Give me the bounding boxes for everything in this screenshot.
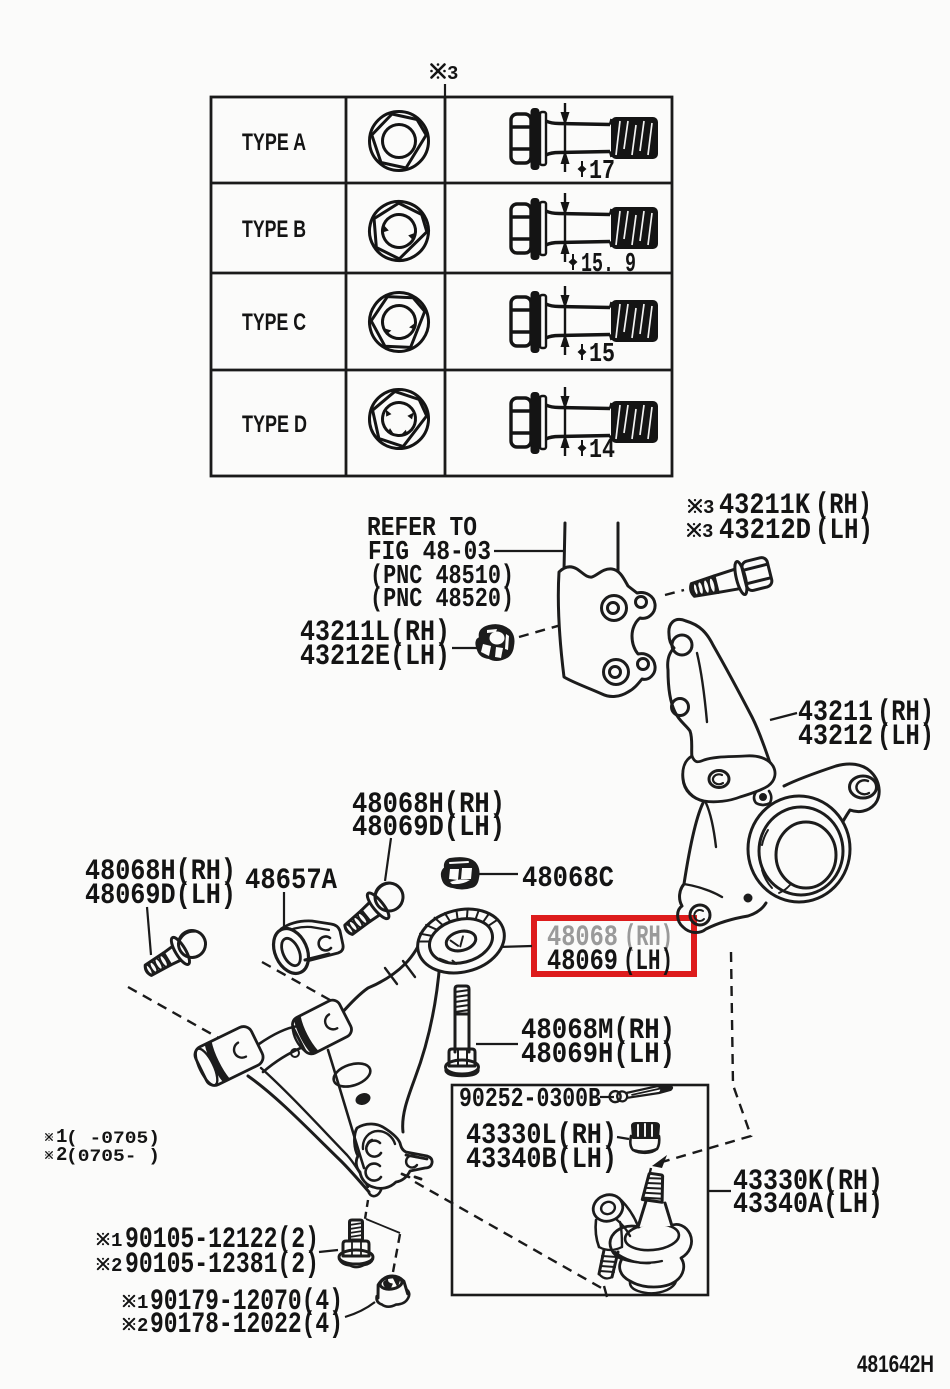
svg-text:REFER TO: REFER TO xyxy=(367,514,477,544)
svg-text:48068H(RH): 48068H(RH) xyxy=(85,855,236,889)
svg-text:(RH): (RH) xyxy=(815,489,872,523)
svg-text:2: 2 xyxy=(137,1315,148,1337)
svg-text:43212E(LH): 43212E(LH) xyxy=(300,640,450,674)
svg-text:1: 1 xyxy=(56,1126,67,1148)
svg-text:( -0705): ( -0705) xyxy=(66,1129,160,1149)
svg-text:43212: 43212 xyxy=(798,720,873,754)
svg-text:48068M(RH): 48068M(RH) xyxy=(521,1014,675,1048)
svg-text:(LH): (LH) xyxy=(623,945,673,979)
svg-text:43330L(RH): 43330L(RH) xyxy=(466,1119,617,1153)
svg-text:(LH): (LH) xyxy=(815,514,873,548)
svg-text:TYPE D: TYPE D xyxy=(242,411,307,438)
svg-text:3: 3 xyxy=(702,521,713,543)
svg-text:TYPE A: TYPE A xyxy=(242,129,306,156)
svg-text:(PNC 48520): (PNC 48520) xyxy=(370,585,514,615)
svg-text:15: 15 xyxy=(589,340,615,370)
svg-text:(RH): (RH) xyxy=(624,921,673,955)
svg-text:TYPE C: TYPE C xyxy=(242,309,306,336)
svg-text:43340B(LH): 43340B(LH) xyxy=(466,1143,617,1177)
svg-text:17: 17 xyxy=(589,157,615,187)
svg-text:43211L(RH): 43211L(RH) xyxy=(300,616,450,650)
svg-text:15. 9: 15. 9 xyxy=(581,250,636,280)
svg-text:90178-12022(4): 90178-12022(4) xyxy=(150,1308,343,1342)
svg-text:1: 1 xyxy=(137,1292,148,1314)
svg-text:48069H(LH): 48069H(LH) xyxy=(521,1038,675,1072)
svg-text:48657A: 48657A xyxy=(245,864,337,898)
svg-text:48068H(RH): 48068H(RH) xyxy=(352,788,505,822)
svg-text:3: 3 xyxy=(703,497,714,519)
svg-text:43211: 43211 xyxy=(798,696,873,730)
svg-text:TYPE B: TYPE B xyxy=(242,216,306,243)
svg-text:48068: 48068 xyxy=(547,921,618,955)
svg-text:(LH): (LH) xyxy=(877,720,934,754)
svg-text:90105-12381(2): 90105-12381(2) xyxy=(125,1248,319,1282)
svg-text:48069D(LH): 48069D(LH) xyxy=(352,811,505,845)
svg-text:43330K(RH): 43330K(RH) xyxy=(733,1165,883,1199)
svg-text:90179-12070(4): 90179-12070(4) xyxy=(150,1285,343,1319)
svg-text:48069: 48069 xyxy=(547,945,618,979)
svg-text:1: 1 xyxy=(111,1230,122,1252)
svg-text:48068C: 48068C xyxy=(522,862,614,896)
svg-text:(RH): (RH) xyxy=(877,696,934,730)
svg-text:90105-12122(2): 90105-12122(2) xyxy=(125,1223,319,1257)
svg-text:(PNC 48510): (PNC 48510) xyxy=(370,562,514,592)
svg-text:48069D(LH): 48069D(LH) xyxy=(85,879,236,913)
svg-text:481642H: 481642H xyxy=(857,1351,934,1378)
svg-text:43211K: 43211K xyxy=(719,489,810,523)
svg-text:43212D: 43212D xyxy=(719,514,811,548)
svg-text:14: 14 xyxy=(589,436,615,466)
svg-text:FIG 48-03: FIG 48-03 xyxy=(368,538,491,568)
svg-text:2: 2 xyxy=(56,1144,67,1166)
svg-text:3: 3 xyxy=(447,63,458,85)
svg-text:2: 2 xyxy=(111,1255,122,1277)
svg-text:90252-0300B: 90252-0300B xyxy=(459,1085,601,1115)
svg-text:43340A(LH): 43340A(LH) xyxy=(733,1188,883,1222)
svg-text:(0705- ): (0705- ) xyxy=(66,1147,160,1167)
